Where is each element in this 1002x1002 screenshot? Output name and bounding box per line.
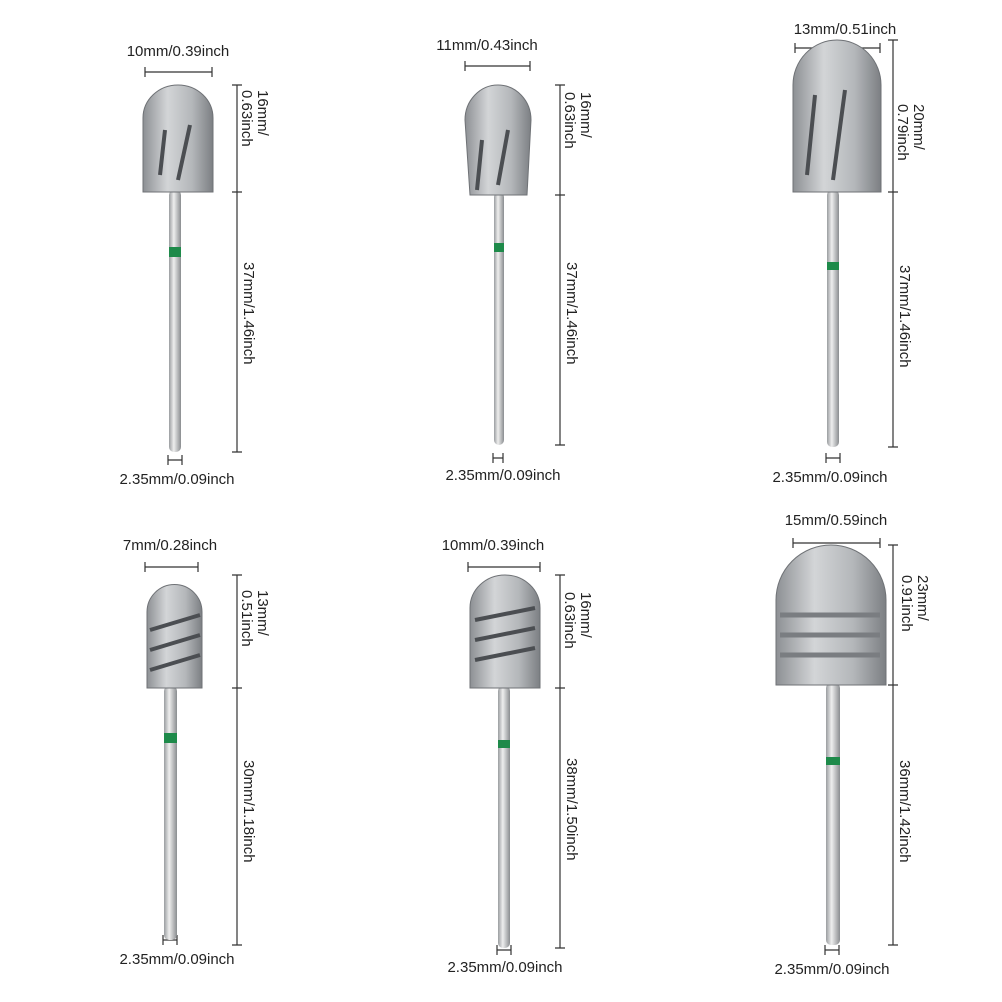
head-length-label: 23mm/0.91inch	[898, 575, 931, 632]
head-length-inch: 0.79inch	[894, 104, 912, 161]
shank-diameter-label: 2.35mm/0.09inch	[772, 469, 888, 486]
head-length-inch: 0.63inch	[238, 90, 256, 147]
head-length-label: 20mm/0.79inch	[894, 104, 927, 161]
head-width-label: 10mm/0.39inch	[126, 43, 230, 60]
head-width-label: 7mm/0.28inch	[122, 537, 218, 554]
head-width-label: 11mm/0.43inch	[436, 37, 538, 54]
head-length-inch: 0.63inch	[561, 592, 579, 649]
dimension-lines	[144, 39, 898, 955]
shank-diameter-label: 2.35mm/0.09inch	[774, 961, 890, 978]
head-length-inch: 0.91inch	[898, 575, 916, 632]
shank-length-label: 37mm/1.46inch	[896, 265, 913, 368]
head-length-inch: 0.63inch	[561, 92, 579, 149]
green-bands	[164, 243, 840, 765]
head-length-label: 13mm/0.51inch	[238, 590, 271, 647]
head-width-label: 10mm/0.39inch	[441, 537, 545, 554]
head-length-mm: 13mm/	[254, 590, 271, 636]
head-width-label: 15mm/0.59inch	[784, 512, 888, 529]
shank-diameter-label: 2.35mm/0.09inch	[445, 467, 561, 484]
shank-diameter-label: 2.35mm/0.09inch	[447, 959, 563, 976]
head-width-label: 13mm/0.51inch	[793, 21, 897, 38]
shank-length-label: 36mm/1.42inch	[896, 760, 913, 863]
head-length-label: 16mm/0.63inch	[238, 90, 271, 147]
shank-length-label: 38mm/1.50inch	[563, 758, 580, 861]
head-length-mm: 16mm/	[577, 592, 594, 638]
shank-length-label: 37mm/1.46inch	[240, 262, 257, 365]
shank-diameter-label: 2.35mm/0.09inch	[119, 951, 235, 968]
shank-length-label: 37mm/1.46inch	[563, 262, 580, 365]
head-length-mm: 23mm/	[914, 575, 931, 621]
shank-length-label: 30mm/1.18inch	[240, 760, 257, 863]
head-length-label: 16mm/0.63inch	[561, 592, 594, 649]
head-length-mm: 16mm/	[254, 90, 271, 136]
shanks	[164, 190, 840, 948]
head-length-label: 16mm/0.63inch	[561, 92, 594, 149]
head-length-inch: 0.51inch	[238, 590, 256, 647]
grooves	[149, 89, 880, 672]
shank-diameter-label: 2.35mm/0.09inch	[119, 471, 235, 488]
head-length-mm: 20mm/	[910, 104, 927, 150]
head-length-mm: 16mm/	[577, 92, 594, 138]
